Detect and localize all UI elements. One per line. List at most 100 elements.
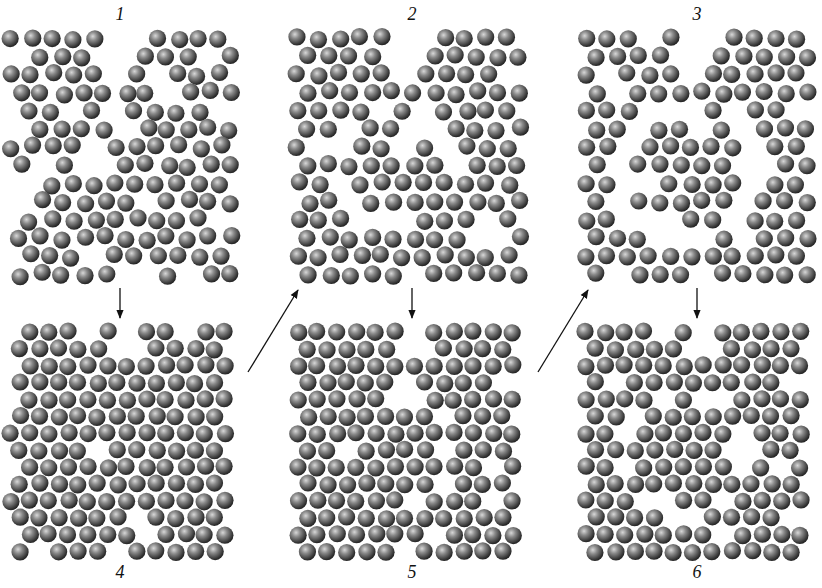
sphere [662,29,679,46]
sphere [65,66,82,83]
sphere [607,475,624,492]
sphere [54,194,71,211]
sphere [704,102,721,119]
sphere [118,493,135,510]
sphere [75,84,92,101]
sphere [660,175,677,192]
sphere [587,340,604,357]
sphere [59,358,76,375]
sphere [70,510,87,527]
sphere [138,493,155,510]
sphere [69,442,86,459]
sphere [308,459,325,476]
sphere [596,425,613,442]
sphere [675,525,692,542]
sphere [207,543,224,560]
sphere [788,248,805,265]
sphere [407,194,424,211]
sphere [117,156,134,173]
sphere [477,28,494,45]
sphere [577,248,594,265]
sphere [59,526,76,543]
sphere [426,358,443,375]
sphere [457,176,474,193]
sphere [767,246,784,263]
sphere [358,475,375,492]
sphere [96,227,113,244]
sphere [465,424,482,441]
sphere [319,476,336,493]
sphere [125,102,142,119]
sphere [485,323,502,340]
sphere [416,510,433,527]
sphere [445,392,462,409]
sphere [695,356,712,373]
sphere [351,176,368,193]
sphere [425,458,442,475]
sphere [587,49,604,66]
sphere [386,491,403,508]
sphere [196,425,213,442]
sphere [64,137,81,154]
sphere [158,192,175,209]
sphere [11,543,28,560]
sphere [98,265,115,282]
sphere [206,442,223,459]
sphere [222,47,239,64]
sphere [56,157,73,174]
sphere [169,247,186,264]
sphere [149,407,166,424]
sphere [675,492,692,509]
sphere [31,84,48,101]
sphere [157,323,174,340]
sphere [12,407,29,424]
sphere [53,120,70,137]
sphere [377,475,394,492]
sphere [150,247,167,264]
sphere [787,64,804,81]
sphere [85,65,102,82]
sphere [636,526,653,543]
sphere [792,391,809,408]
sphere [629,231,646,248]
sphere [385,267,402,284]
sphere [448,231,465,248]
sphere [289,102,306,119]
sphere [10,442,27,459]
sphere [188,408,205,425]
sphere [464,493,481,510]
sphere [119,392,136,409]
sphere [159,268,176,285]
sphere [417,65,434,82]
sphere [705,248,722,265]
sphere [357,408,374,425]
sphere [599,138,616,155]
sphere [704,508,721,525]
sphere [475,441,492,458]
sphere [377,408,394,425]
sphere [289,425,306,442]
sphere [332,101,349,118]
sphere [106,246,123,263]
sphere [793,426,810,443]
sphere [10,230,27,247]
sphere [44,210,61,227]
sphere [766,213,783,230]
sphere [189,209,206,226]
sphere [146,176,163,193]
sphere [464,526,481,543]
sphere [781,442,798,459]
sphere [744,341,761,358]
sphere [746,30,763,47]
sphere [714,324,731,341]
sphere [733,356,750,373]
sphere [504,356,521,373]
sphere [167,510,184,527]
sphere [290,324,307,341]
sphere [60,458,77,475]
sphere [512,119,529,136]
sphere [139,232,156,249]
sphere [373,64,390,81]
sphere [587,193,604,210]
